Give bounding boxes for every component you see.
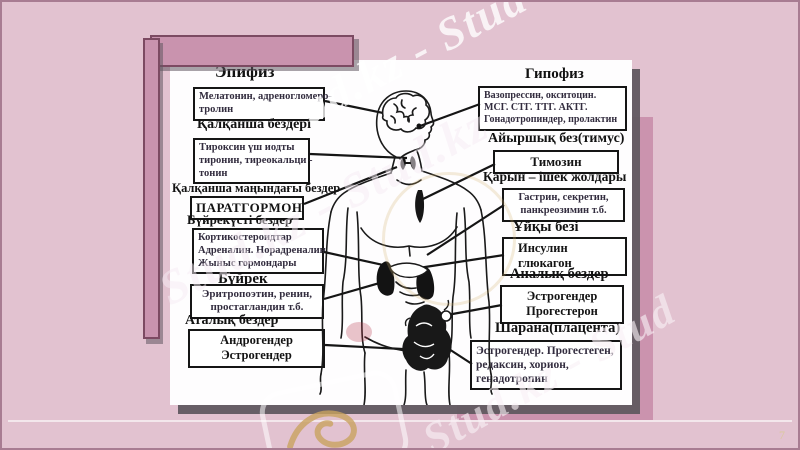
diagram-page: Эпифиз Мелатонин, адреногломеро- тролин …: [170, 60, 632, 405]
box-placenta: Эстрогендер. Прогестеген, редаксин, хори…: [470, 340, 622, 391]
head-outline: [375, 90, 435, 160]
heading-epiphysis: Эпифиз: [215, 62, 275, 81]
ovary: [440, 310, 452, 322]
box-testes: Андрогендер Эстрогендер: [188, 329, 325, 368]
box-pituitary: Вазопрессин, окситоцин. МСГ. СТГ. ТТГ. А…: [478, 86, 627, 131]
brain-outline: [381, 92, 431, 133]
torso-sides: [356, 211, 458, 354]
fallopian-curls: [404, 299, 450, 327]
heading-thyroid: Қалқанша бездері: [197, 117, 311, 132]
heading-gastrointestinal: Қарын – ішек жолдары: [483, 169, 627, 184]
brain-squiggles: [390, 99, 417, 124]
right-adrenal-kidney: [416, 266, 435, 300]
heading-placenta: Шарана(плацента): [495, 320, 621, 336]
box-gastrointestinal: Гастрин, секретин, панкреозимин т.б.: [502, 188, 625, 222]
box-thyroid: Тироксин үш иодты тиронин, тиреокальци -…: [193, 138, 313, 185]
hips-legs: [363, 336, 451, 405]
heading-adrenal: Бүйрекүсті бездер: [187, 212, 293, 227]
box-thymus: Тимозин: [493, 150, 619, 174]
decor-bar-horizontal: [150, 35, 354, 67]
box-pancreas: Инсулин глюкагон: [502, 237, 627, 276]
neck-lines: [390, 150, 423, 174]
collarbone: [396, 179, 422, 186]
intestine-lines: [395, 281, 425, 305]
chest-lines: [360, 226, 458, 257]
heading-thymus: Айыршық без(тимус): [488, 131, 625, 146]
logo-swirl-icon: [287, 410, 357, 448]
box-kidney: Эритропоэтин, ренин, простагландин т.б.: [190, 284, 324, 319]
left-adrenal-kidney: [376, 261, 395, 296]
page-number: 7: [779, 428, 785, 442]
arms: [320, 207, 492, 375]
heading-testes: Аталық бездер: [185, 313, 279, 328]
connector-lines: [303, 99, 505, 365]
decor-bar-vertical: [143, 38, 160, 339]
heading-kidney: Бүйрек: [218, 271, 268, 287]
heading-pituitary: Гипофиз: [525, 66, 584, 82]
pancreas: [389, 262, 430, 279]
hands: [319, 373, 493, 395]
footer-divider: [8, 420, 792, 422]
box-ovaries: Эстрогендер Прогестерон: [500, 285, 624, 324]
thyroid: [400, 156, 416, 170]
logo-red-accent-icon: [346, 322, 372, 342]
pituitary-dot: [416, 123, 422, 129]
thymus: [415, 190, 425, 223]
heading-ovaries: Аналық бездер: [510, 266, 609, 282]
uterus: [402, 304, 452, 371]
human-figure: [319, 90, 493, 405]
box-parathyroid: ПАРАТГОРМОН: [190, 196, 304, 220]
uterus-detail: [413, 322, 435, 360]
heading-parathyroid: Қалқанша маңындағы бездер: [172, 181, 341, 195]
box-adrenal: Кортикостероидтар Адреналин. Норадренали…: [192, 228, 328, 275]
shoulders: [330, 170, 482, 213]
organ-glyphs: [376, 123, 452, 371]
box-epiphysis: Мелатонин, адреногломеро- тролин: [193, 87, 332, 121]
stud-kz-logo-ghost-icon: [382, 172, 516, 306]
heading-pancreas: Ұйқы безі: [513, 219, 579, 235]
